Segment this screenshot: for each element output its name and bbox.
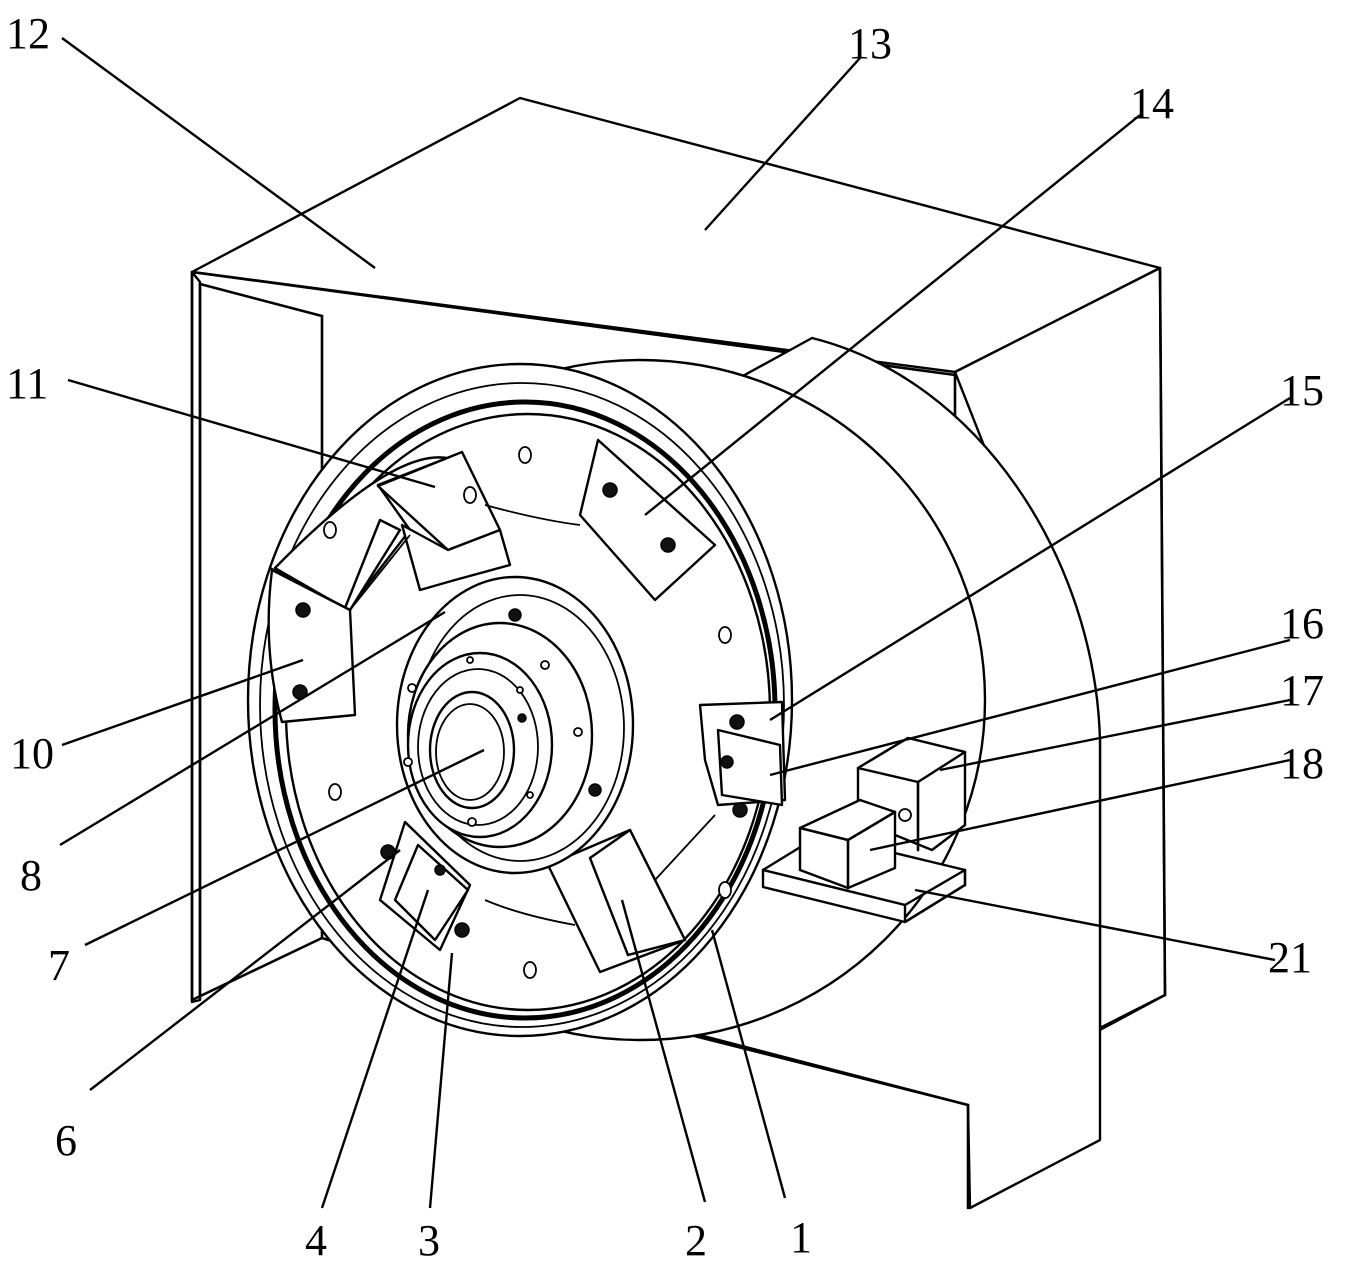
label-1: 1	[790, 1213, 812, 1262]
sensor-assembly	[761, 736, 967, 924]
label-4: 4	[305, 1216, 327, 1265]
leader-13	[704, 57, 861, 231]
leader-1	[710, 929, 787, 1199]
leader-15	[769, 396, 1291, 722]
label-12: 12	[6, 9, 50, 58]
leader-4	[320, 889, 430, 1209]
label-18: 18	[1280, 739, 1324, 788]
leader-6	[89, 849, 401, 1091]
pad-11-base	[400, 523, 512, 592]
support-block-top	[856, 736, 967, 784]
label-3: 3	[418, 1216, 440, 1265]
label-10: 10	[10, 729, 54, 778]
leader-17	[939, 698, 1291, 772]
label-2: 2	[685, 1216, 707, 1265]
leader-21	[914, 888, 1276, 962]
leader-3	[428, 952, 454, 1209]
label-16: 16	[1280, 599, 1324, 648]
disc-assembly	[246, 358, 987, 1042]
leader-2	[620, 899, 707, 1203]
label-14: 14	[1130, 79, 1174, 128]
label-17: 17	[1280, 666, 1324, 715]
label-21: 21	[1268, 933, 1312, 982]
leader-16	[769, 638, 1291, 777]
callout-labels: 12 13 14 11 15 16 17 18 10 21 8 7 6 4 3 …	[6, 9, 1324, 1265]
label-7: 7	[48, 941, 70, 990]
label-11: 11	[6, 359, 48, 408]
leader-12	[61, 37, 376, 269]
pad-4-face	[393, 843, 470, 942]
leader-10	[61, 658, 304, 747]
housing-top-face	[190, 96, 1162, 374]
pad-2-face	[588, 828, 687, 957]
label-6: 6	[55, 1116, 77, 1165]
leader-11	[67, 378, 436, 489]
label-8: 8	[20, 851, 42, 900]
leader-8	[59, 610, 446, 847]
label-15: 15	[1280, 366, 1324, 415]
shaft-7	[428, 690, 516, 810]
pad-10	[267, 568, 357, 724]
leader-18	[869, 758, 1291, 852]
leader-14	[644, 114, 1141, 516]
pad-14	[578, 438, 717, 602]
pad-16	[716, 728, 784, 807]
label-13: 13	[848, 19, 892, 68]
leader-lines	[59, 37, 1291, 1209]
leader-7	[84, 748, 485, 947]
